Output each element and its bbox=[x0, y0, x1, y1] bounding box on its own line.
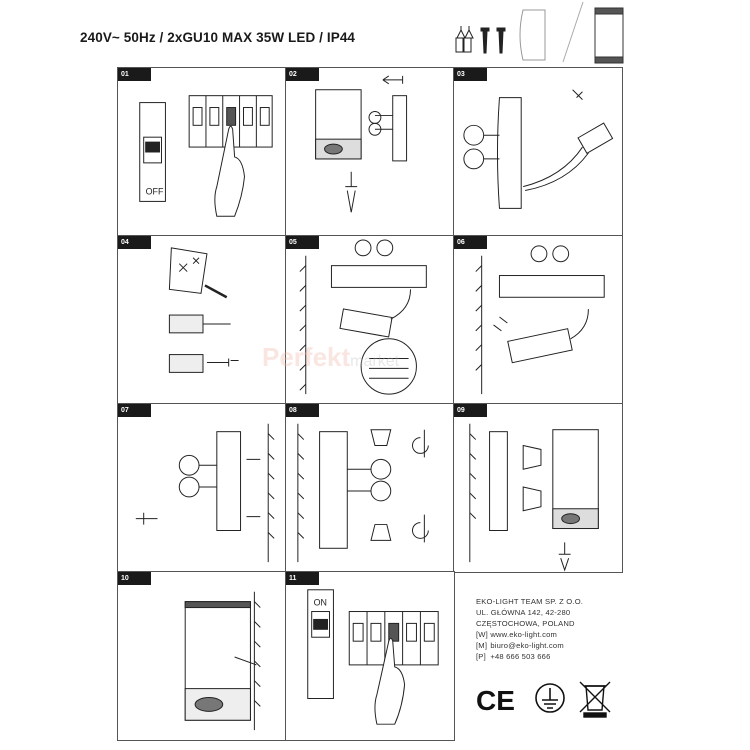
phone-number: +48 666 503 666 bbox=[490, 652, 551, 661]
mounting-plate-illustration bbox=[463, 89, 614, 209]
remove-cover-illustration bbox=[315, 75, 408, 213]
step-09-panel: 09 bbox=[453, 403, 623, 573]
mail-link[interactable]: biuro@eko-light.com bbox=[490, 641, 564, 650]
screw-icon bbox=[480, 27, 506, 54]
step-number: 05 bbox=[286, 236, 319, 249]
attach-plate-illustration bbox=[475, 245, 605, 395]
step-number: 03 bbox=[454, 68, 487, 81]
fix-to-wall-illustration bbox=[135, 423, 275, 563]
wall-plug-icon bbox=[455, 26, 474, 53]
instruction-grid: 01 OFF 02 bbox=[117, 67, 623, 741]
close-cover-illustration bbox=[469, 423, 599, 572]
step-number: 09 bbox=[454, 404, 487, 417]
power-on-illustration: ON bbox=[307, 589, 439, 725]
connect-wires-illustration bbox=[299, 239, 427, 395]
drill-holes-illustration bbox=[168, 247, 239, 373]
www-link[interactable]: www.eko-light.com bbox=[490, 630, 558, 639]
company-street: UL. GŁÓWNA 142, 42-280 bbox=[476, 608, 571, 617]
step-number: 01 bbox=[118, 68, 151, 81]
ce-mark-icon: CE bbox=[476, 685, 515, 716]
www-tag: [W] bbox=[476, 630, 488, 639]
watermark: Perfektmarket bbox=[262, 342, 400, 372]
step-04-panel: 04 bbox=[117, 235, 287, 405]
certification-marks: CE bbox=[476, 681, 611, 718]
step-06-panel: 06 bbox=[453, 235, 623, 405]
insert-bulbs-illustration bbox=[297, 423, 429, 563]
step-08-panel: 08 bbox=[285, 403, 455, 573]
step-number: 06 bbox=[454, 236, 487, 249]
company-name: EKO-LIGHT TEAM SP. Z O.O. bbox=[476, 597, 584, 606]
switch-label: ON bbox=[314, 598, 327, 608]
weee-bin-icon bbox=[579, 681, 611, 718]
company-mail: [M] biuro@eko-light.com bbox=[476, 640, 583, 651]
step-02-panel: 02 bbox=[285, 67, 455, 237]
mail-tag: [M] bbox=[476, 641, 488, 650]
step-number: 02 bbox=[286, 68, 319, 81]
power-off-illustration: OFF bbox=[139, 95, 273, 217]
step-number: 04 bbox=[118, 236, 151, 249]
step-number: 08 bbox=[286, 404, 319, 417]
company-phone: [P] +48 666 503 666 bbox=[476, 651, 583, 662]
header-icons bbox=[455, 1, 624, 64]
step-01-panel: 01 OFF bbox=[117, 67, 287, 237]
step-11-panel: 11 ON bbox=[285, 571, 455, 741]
company-city: CZĘSTOCHOWA, POLAND bbox=[476, 619, 575, 628]
step-number: 11 bbox=[286, 572, 319, 585]
mounted-lamp-illustration bbox=[184, 591, 261, 731]
step-number: 10 bbox=[118, 572, 151, 585]
earth-ground-icon bbox=[535, 683, 565, 713]
step-10-panel: 10 bbox=[117, 571, 287, 741]
step-03-panel: 03 bbox=[453, 67, 623, 237]
phone-tag: [P] bbox=[476, 652, 486, 661]
step-07-panel: 07 bbox=[117, 403, 287, 573]
step-number: 07 bbox=[118, 404, 151, 417]
step-05-panel: 05 bbox=[285, 235, 455, 405]
switch-label: OFF bbox=[146, 186, 164, 196]
company-info: EKO-LIGHT TEAM SP. Z O.O. UL. GŁÓWNA 142… bbox=[476, 596, 583, 662]
fixture-side-icon bbox=[519, 9, 546, 61]
page-title: 240V~ 50Hz / 2xGU10 MAX 35W LED / IP44 bbox=[80, 30, 356, 45]
fixture-front-icon bbox=[594, 7, 624, 64]
company-www: [W] www.eko-light.com bbox=[476, 629, 583, 640]
